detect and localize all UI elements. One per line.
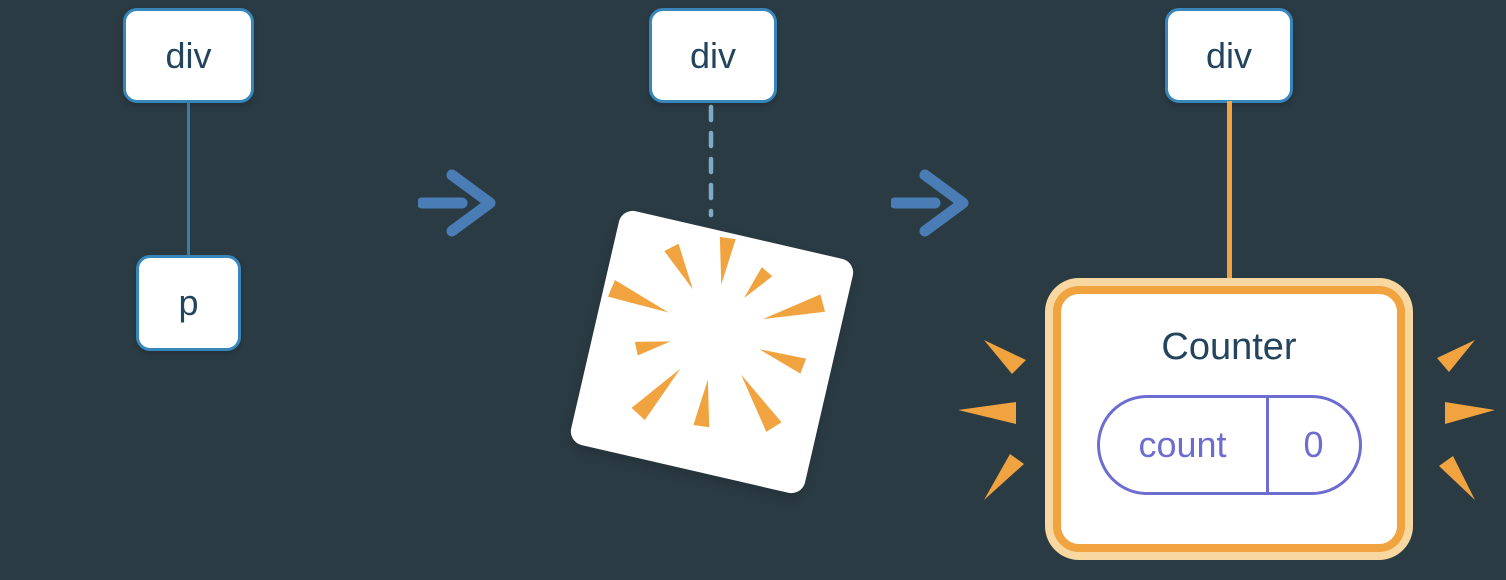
destruction-burst-icon: [607, 236, 826, 432]
dom-node-label: div: [165, 34, 212, 76]
component-title: Counter: [1161, 326, 1297, 368]
counter-component-box: Counter count 0: [1053, 286, 1405, 552]
dom-node-label: div: [1205, 34, 1253, 76]
dom-node-label: div: [689, 34, 737, 76]
highlight-spark-icon: [958, 340, 1026, 500]
dom-node-div-stage1: div: [123, 8, 254, 103]
counter-component-highlight: Counter count 0: [1045, 278, 1413, 560]
dom-node-div-stage3: div: [1165, 8, 1293, 103]
state-key-label: count: [1100, 398, 1269, 492]
dom-node-div-stage2: div: [649, 8, 777, 103]
state-value: 0: [1303, 424, 1324, 465]
edge-div-to-counter: [1227, 101, 1232, 287]
dom-node-p-stage1: p: [136, 255, 241, 351]
state-pill: count 0: [1096, 395, 1362, 495]
destroyed-node-box: [568, 208, 856, 496]
edge-div-to-p: [187, 101, 190, 257]
dom-node-label: p: [178, 282, 199, 323]
transition-arrow-icon: [889, 168, 971, 243]
highlight-spark-icon: [1437, 340, 1495, 500]
edge-dashed-removed-child: [708, 104, 714, 218]
transition-arrow-icon: [416, 168, 498, 243]
